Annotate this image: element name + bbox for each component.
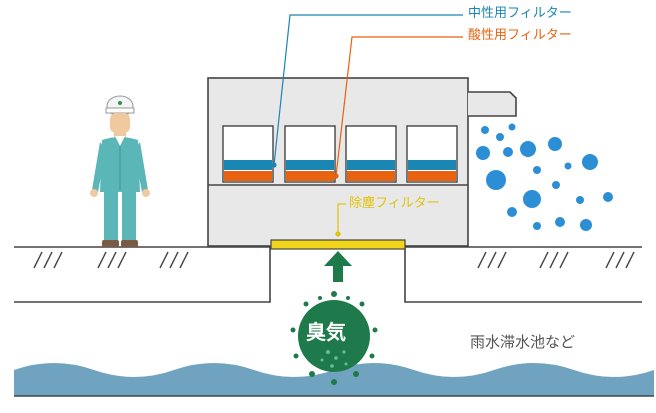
odor-label: 臭気 bbox=[306, 320, 346, 344]
leader-dot-neutral bbox=[271, 162, 277, 168]
filter-cassette bbox=[222, 125, 274, 183]
filter-cassettes bbox=[222, 125, 458, 183]
dust-filter-label: 除塵フィルター bbox=[349, 196, 440, 211]
neutral-filter-label: 中性用フィルター bbox=[468, 6, 572, 21]
leader-line-dust bbox=[337, 203, 346, 234]
filter-cassette bbox=[284, 125, 336, 183]
acid-filter-label: 酸性用フィルター bbox=[468, 28, 572, 43]
leader-dot-acid bbox=[333, 173, 339, 179]
ground-hatch-marks bbox=[33, 251, 635, 269]
filter-cassette bbox=[406, 125, 458, 183]
ground-lines bbox=[14, 246, 642, 303]
dust-filter-bar bbox=[270, 239, 406, 250]
worker-with-helmet-icon bbox=[90, 95, 150, 247]
up-arrow-icon bbox=[324, 251, 352, 282]
rainwater-pond-label: 雨水滞水池など bbox=[470, 333, 576, 351]
filter-cassette bbox=[345, 125, 397, 183]
odor-cloud-icon bbox=[290, 291, 378, 385]
leader-line-neutral bbox=[273, 14, 463, 166]
leader-line-acid bbox=[335, 36, 463, 177]
leader-dot-dust bbox=[335, 231, 341, 237]
air-bubbles-icon bbox=[476, 123, 613, 231]
